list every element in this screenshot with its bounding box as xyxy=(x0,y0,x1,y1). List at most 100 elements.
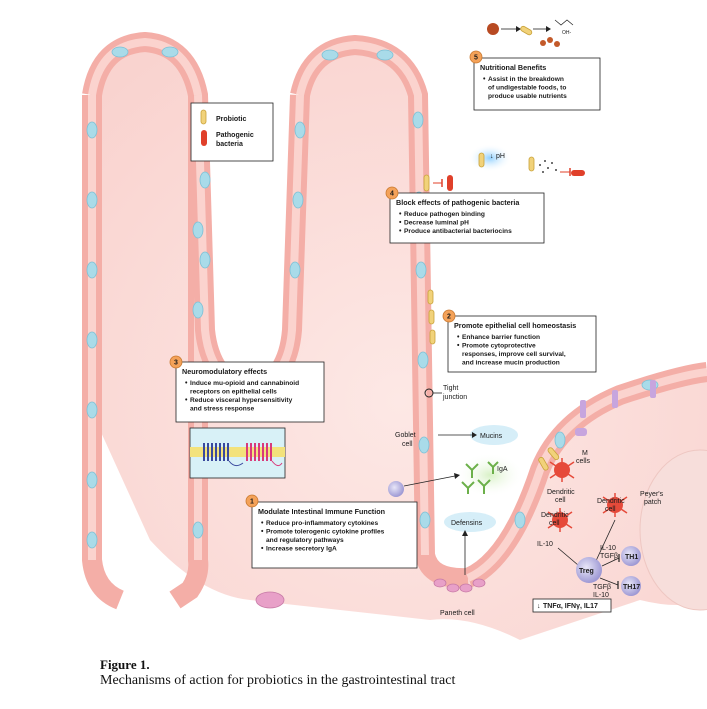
mechanism-item-1-2: and regulatory pathways xyxy=(266,537,344,544)
dendritic-cell-1-label-1: Dendritic xyxy=(547,489,575,496)
m-cells-label-1: M xyxy=(582,450,588,457)
pathogen-blocking-icon xyxy=(423,144,585,192)
step-number-2: 2 xyxy=(447,314,451,321)
oh-label: OH- xyxy=(562,30,572,36)
receptor-membrane-icon xyxy=(189,427,286,479)
mechanism-item-1-3: Increase secretory IgA xyxy=(266,546,337,553)
tight-junction-label-1: Tight xyxy=(443,385,458,392)
dendritic-cell-2-label-2: cell xyxy=(605,506,616,513)
bullet-icon: • xyxy=(457,334,460,341)
bullet-icon: • xyxy=(399,228,402,235)
mechanism-item-2-3: and increase mucin production xyxy=(462,360,560,367)
mechanism-title-5: Nutritional Benefits xyxy=(480,63,546,72)
ph-label: pH xyxy=(496,153,505,160)
iga-molecules-icon xyxy=(461,461,499,494)
mechanism-title-2: Promote epithelial cell homeostasis xyxy=(454,321,576,330)
th1-cell xyxy=(621,546,641,566)
nutrient-breakdown-icon xyxy=(487,19,574,47)
villus-left xyxy=(82,31,209,610)
dendritic-cell-3 xyxy=(547,508,573,532)
dendritic-cell-3-label-2: cell xyxy=(549,520,560,527)
dendritic-cell-3-label-1: Dendritic xyxy=(541,512,569,519)
peyers-patch xyxy=(639,449,707,611)
dendritic-cell-1 xyxy=(549,458,575,482)
mechanism-item-2-2: responses, improve cell survival, xyxy=(462,351,566,358)
iga-label: IgA xyxy=(497,466,508,473)
iga-halo xyxy=(456,453,524,497)
peyers-patch-label-2: patch xyxy=(644,499,661,506)
mechanism-item-4-1: Decrease luminal pH xyxy=(404,220,469,227)
mechanism-item-5-0: Assist in the breakdown xyxy=(488,76,564,83)
goblet-cell-label-1: Goblet xyxy=(395,432,416,439)
pathogen-legend-icon xyxy=(201,130,207,146)
bullet-icon: • xyxy=(185,397,188,404)
legend: Probiotic Pathogenic bacteria xyxy=(190,102,274,162)
bullet-icon: • xyxy=(457,343,460,350)
legend-probiotic-label: Probiotic xyxy=(216,116,246,123)
mucins-halo xyxy=(470,425,518,445)
th17-label: TH17 xyxy=(623,584,640,591)
step-badge-3 xyxy=(169,355,183,369)
mucins-label: Mucins xyxy=(480,433,503,440)
bullet-icon: • xyxy=(261,529,264,536)
step-badge-5 xyxy=(469,50,483,64)
mechanism-item-2-0: Enhance barrier function xyxy=(462,334,540,341)
dendritic-cell-2-label-1: Dendritic xyxy=(597,498,625,505)
step-number-1: 1 xyxy=(250,499,254,506)
m-cells xyxy=(575,380,656,436)
bullet-icon: • xyxy=(261,546,264,553)
mechanism-item-3-1: receptors on epithelial cells xyxy=(190,389,277,396)
goblet-cell-label-2: cell xyxy=(402,441,413,448)
legend-pathogenic-label-2: bacteria xyxy=(216,141,243,148)
mechanism-item-3-2: Reduce visceral hypersensitivity xyxy=(190,397,293,404)
step-number-4: 4 xyxy=(390,191,394,198)
paneth-cell-label: Paneth cell xyxy=(440,610,475,617)
legend-pathogenic-label-1: Pathogenic xyxy=(216,132,254,139)
th17-cell xyxy=(621,576,641,596)
mechanism-item-5-1: of undigestable foods, to xyxy=(488,85,566,92)
th1-label: TH1 xyxy=(625,554,638,561)
step-number-3: 3 xyxy=(174,360,178,367)
dendritic-cell-1-label-2: cell xyxy=(555,497,566,504)
tgfb-label-a: TGFβ xyxy=(600,553,618,560)
defensins-label: Defensins xyxy=(451,520,483,527)
step-badge-2 xyxy=(442,309,456,323)
mechanism-item-3-3: and stress response xyxy=(190,406,254,413)
il10-label-a: IL-10 xyxy=(537,541,553,548)
step-badge-1 xyxy=(245,494,259,508)
mechanism-title-1: Modulate Intestinal Immune Function xyxy=(258,507,385,516)
mechanism-item-5-2: produce usable nutrients xyxy=(488,93,567,100)
tgfb-label-b: TGFβ xyxy=(593,584,611,591)
bullet-icon: • xyxy=(185,380,188,387)
mechanism-item-3-0: Induce mu-opioid and cannabinoid xyxy=(190,380,299,387)
mechanism-item-1-1: Promote tolerogenic cytokine profiles xyxy=(266,529,385,536)
probiotic-legend-icon xyxy=(200,109,207,125)
tight-junction-label-2: junction xyxy=(442,394,467,401)
il10-label-b: IL-10 xyxy=(600,545,616,552)
mechanism-item-4-0: Reduce pathogen binding xyxy=(404,211,485,218)
intestinal-tissue xyxy=(92,42,707,640)
mechanism-title-4: Block effects of pathogenic bacteria xyxy=(396,198,520,207)
defensins-halo xyxy=(444,512,496,532)
step-badge-4 xyxy=(385,186,399,200)
bullet-icon: • xyxy=(399,211,402,218)
dendritic-cell-2 xyxy=(602,493,628,517)
mechanism-item-2-1: Promote cytoprotective xyxy=(462,343,536,350)
figure-caption-text: Mechanisms of action for probiotics in t… xyxy=(100,673,456,688)
bullet-icon: • xyxy=(399,220,402,227)
adhering-probiotics xyxy=(427,289,560,471)
cytokine-box xyxy=(532,598,612,613)
bullet-icon: • xyxy=(261,520,264,527)
mechanism-title-3: Neuromodulatory effects xyxy=(182,367,267,376)
peyers-patch-label-1: Peyer's xyxy=(640,491,664,498)
down-arrow-icon: ↓ xyxy=(537,603,541,610)
plasma-cell xyxy=(388,481,404,497)
il10-label-c: IL-10 xyxy=(593,592,609,599)
down-arrow-ph-icon: ↓ xyxy=(490,153,494,160)
